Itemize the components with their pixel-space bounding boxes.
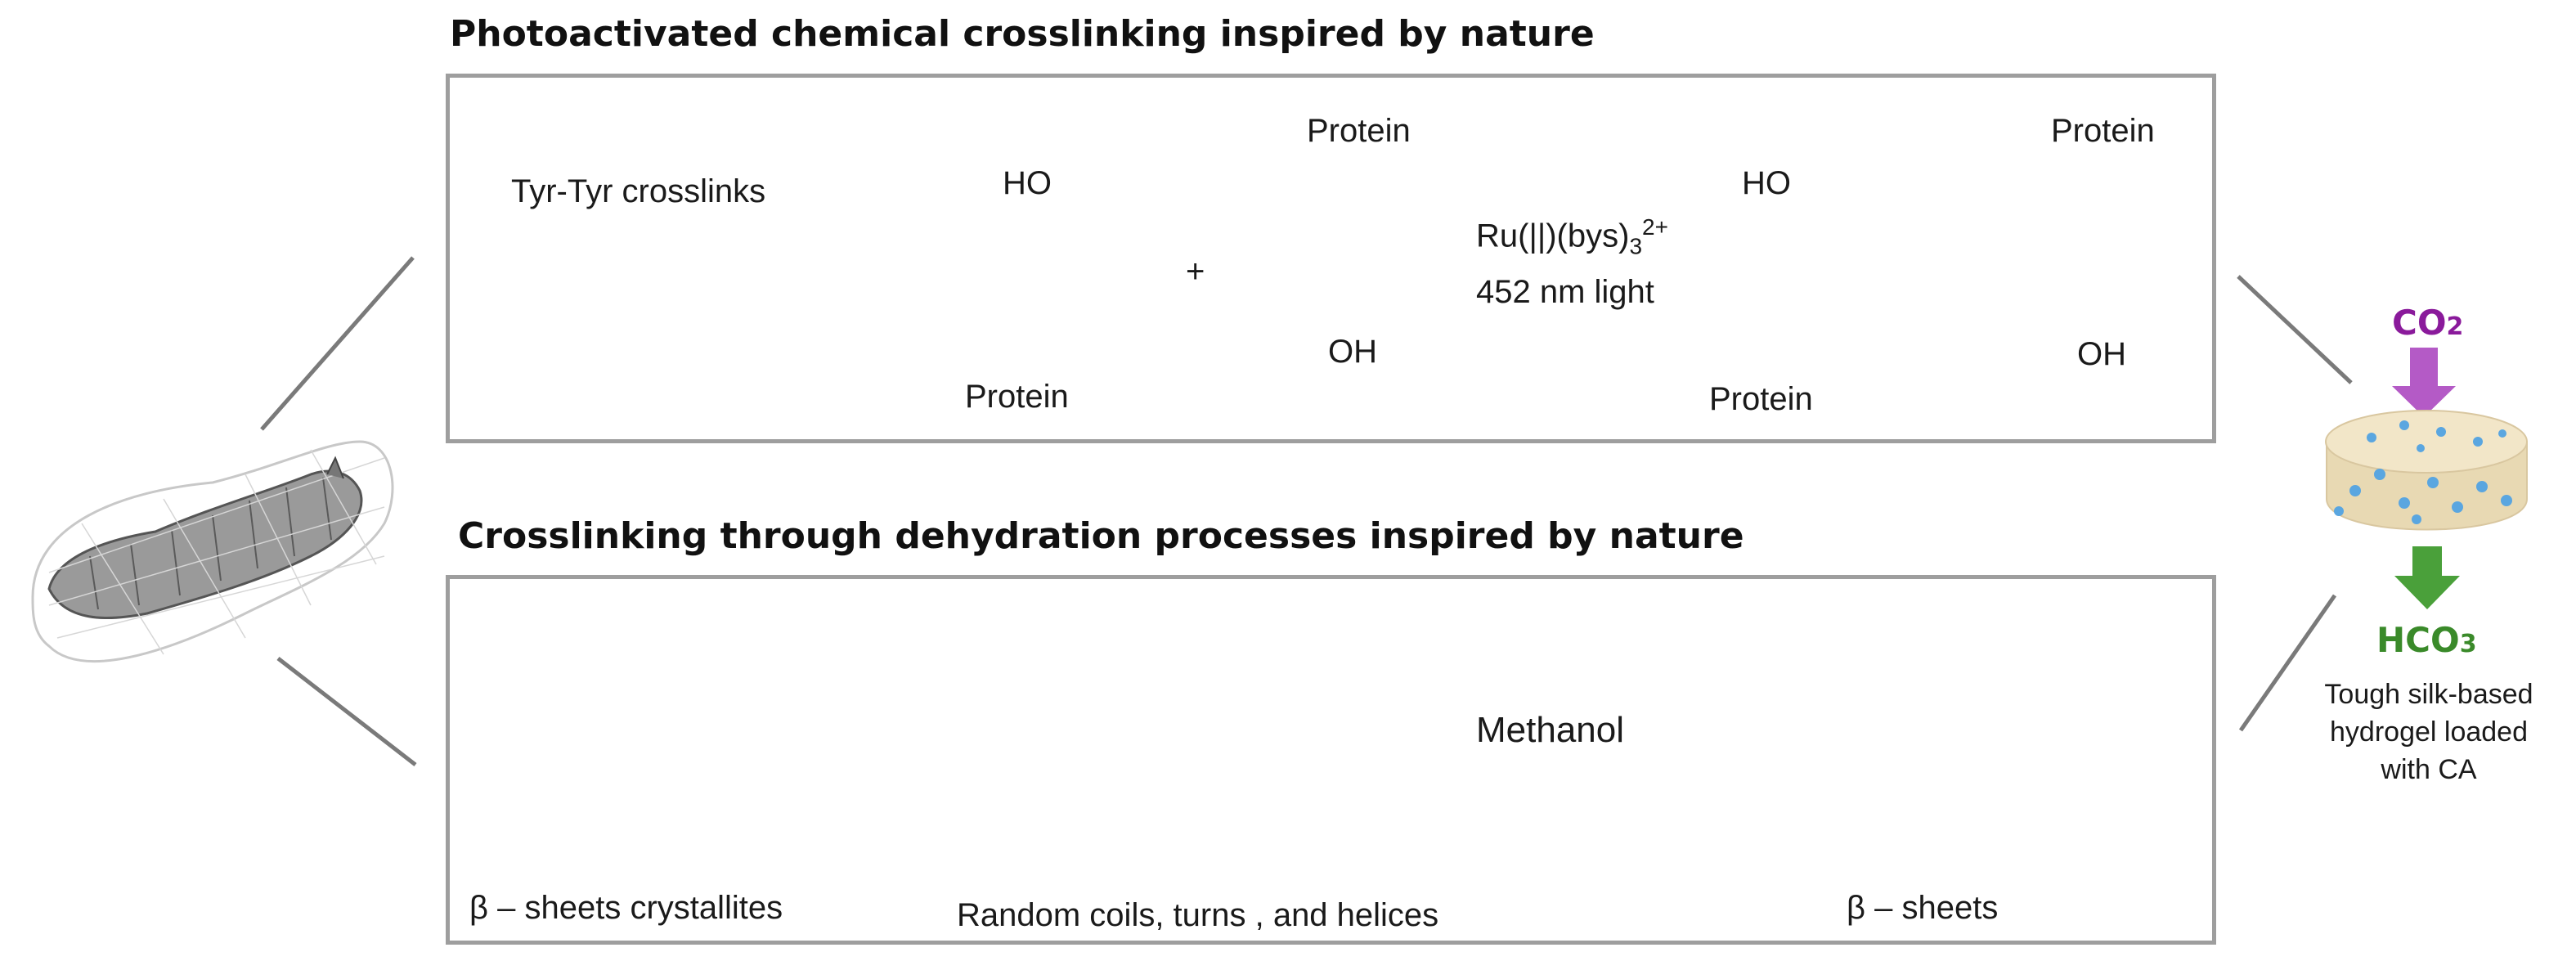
catalyst-label: Ru(||)(bys)32+ (1476, 214, 1668, 259)
reactant-bottom-protein: Protein (965, 379, 1069, 415)
silkworm-icon (31, 440, 394, 662)
light-label: 452 nm light (1476, 274, 1654, 310)
product-ho: HO (1742, 165, 1791, 201)
beta-sheets-label: β – sheets (1847, 890, 1999, 926)
coils-label: Random coils, turns , and helices (957, 897, 1439, 933)
co2-arrow-icon (2392, 348, 2456, 417)
hco3-arrow-icon (2394, 546, 2460, 609)
hydrogel-disc-icon (2325, 410, 2528, 531)
hydrogel-caption: Tough silk-based hydrogel loaded with CA (2302, 676, 2556, 788)
section-title-photoactivated: Photoactivated chemical crosslinking ins… (450, 13, 1595, 55)
product-protein-top: Protein (2051, 113, 2155, 149)
connector-line (276, 657, 417, 766)
connector-line (2238, 594, 2337, 732)
photoactivated-panel (446, 74, 2216, 443)
crystallites-label: β – sheets crystallites (469, 890, 783, 926)
plus-sign: + (1186, 254, 1205, 290)
product-protein-bottom: Protein (1709, 381, 1813, 417)
dehydration-panel (446, 575, 2216, 945)
hydrogel-caption-line: with CA (2381, 754, 2477, 785)
co2-label: CO2 (2392, 303, 2464, 343)
tyr-tyr-label: Tyr-Tyr crosslinks (511, 173, 766, 209)
product-oh: OH (2077, 336, 2126, 372)
connector-line (260, 256, 415, 431)
reactant-top-protein: Protein (1307, 113, 1411, 149)
connector-line (2237, 275, 2353, 384)
hydrogel-caption-line: Tough silk-based (2324, 679, 2533, 710)
reactant-top-ho: HO (1003, 165, 1052, 201)
hco3-label: HCO3 (2376, 620, 2477, 660)
section-title-dehydration: Crosslinking through dehydration process… (458, 515, 1744, 557)
reactant-bottom-oh: OH (1328, 334, 1377, 370)
methanol-label: Methanol (1476, 710, 1625, 750)
hydrogel-caption-line: hydrogel loaded (2330, 716, 2528, 748)
